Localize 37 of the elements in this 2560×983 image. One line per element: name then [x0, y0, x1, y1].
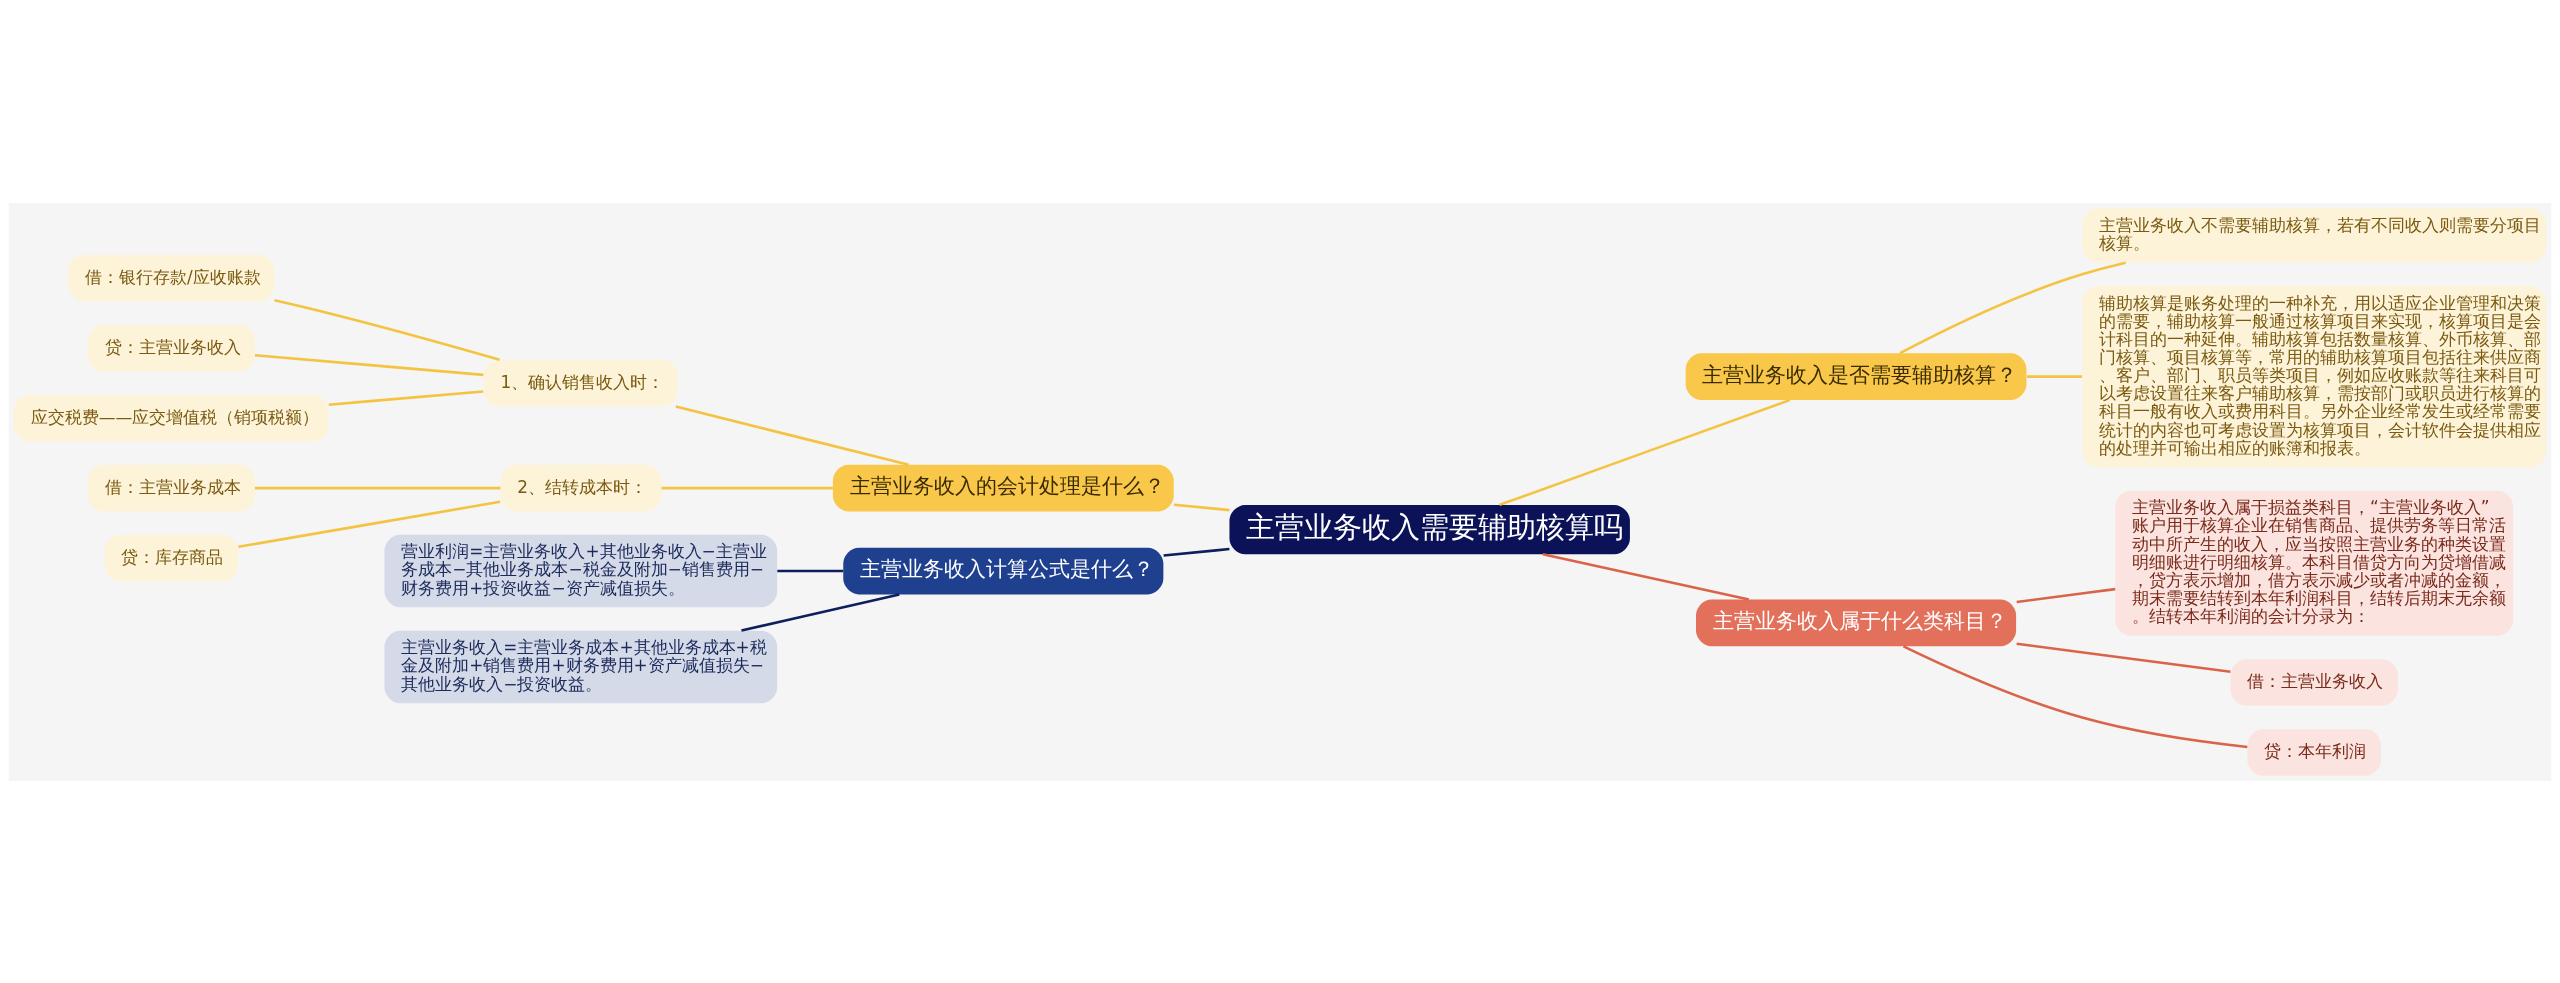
connector [777, 569, 844, 572]
node-box: 辅助核算是账务处理的一种补充，用以适应企业管理和决策的需要，辅助核算一般通过核算项目来实现，核算项目是会计科目的一种延伸。辅助核算包括数量核算、外币核算、部门核算、项目核算等，常用的辅助核算项目包括往来供应商、客户、部门、职员等类项目，例如应收账款等往来科目可以考虑设置往来客户辅助核算，需按部门或职员进行核算的科目一般有收入或费用科目。另外企业经常发生或经常需要统计的内容也可考虑设置为核算项目，会计软件会提供相应的处理并可输出相应的账簿和报表。 [2082, 285, 2547, 467]
connector [661, 486, 833, 489]
connector [1173, 502, 1230, 511]
node-box: 主营业务收入是否需要辅助核算？ [1685, 352, 2027, 400]
connector [1163, 547, 1230, 557]
node-box: 主营业务收入计算公式是什么？ [843, 547, 1164, 594]
connector [2027, 374, 2082, 378]
node-box: 借：主营业务成本 [87, 464, 255, 511]
node-box: 主营业务收入属于损益类科目，“主营业务收入”账户用于核算企业在销售商品、提供劳务等日常活动中所产生的收入，应当按照主营业务的种类设置明细账进行明细核算。本科目借贷方向为贷增借减，贷方表示增加，借方表示减少或者冲减的金额，期末需要结转到本年利润科目，结转后期末无余额。结转本年利润的会计分录为： [2115, 490, 2514, 636]
node-box: 贷：本年利润 [2247, 728, 2381, 776]
connector [1902, 644, 2248, 748]
node-box: 贷：库存商品 [104, 534, 239, 581]
node-box: 贷：主营业务收入 [87, 324, 255, 371]
connector [328, 389, 484, 406]
node-box: 营业利润=主营业务收入+其他业务收入−主营业务成本−其他业务成本−税金及附加−销售费用−财务费用+投资收益−资产减值损失。 [384, 534, 778, 607]
connector [254, 353, 484, 376]
node-box: 1、确认销售收入时： [483, 359, 678, 406]
connector [238, 500, 501, 548]
node-box: 2、结转成本时： [500, 464, 662, 511]
node-box: 主营业务收入属于什么类科目？ [1696, 599, 2017, 646]
connector [274, 298, 500, 361]
node-box: 主营业务收入不需要辅助核算，若有不同收入则需要分项目核算。 [2082, 207, 2547, 263]
connector [254, 486, 501, 489]
node-box: 主营业务收入的会计处理是什么？ [832, 464, 1174, 511]
connector [675, 404, 909, 466]
connector [1499, 398, 1791, 506]
node-box: 借：主营业务收入 [2230, 658, 2398, 706]
connector [2016, 641, 2231, 673]
connector [1899, 260, 2126, 354]
node-box: 主营业务收入=主营业务成本+其他业务成本+税金及附加+销售费用+财务费用+资产减值损失−其他业务收入−投资收益。 [384, 630, 778, 703]
connector [2016, 587, 2116, 603]
node-box: 主营业务收入需要辅助核算吗 [1229, 504, 1630, 554]
connector [1542, 552, 1750, 601]
node-box: 借：银行存款/应收账款 [68, 254, 275, 301]
node-box: 应交税费——应交增值税（销项税额） [13, 394, 329, 441]
connector [741, 592, 900, 632]
